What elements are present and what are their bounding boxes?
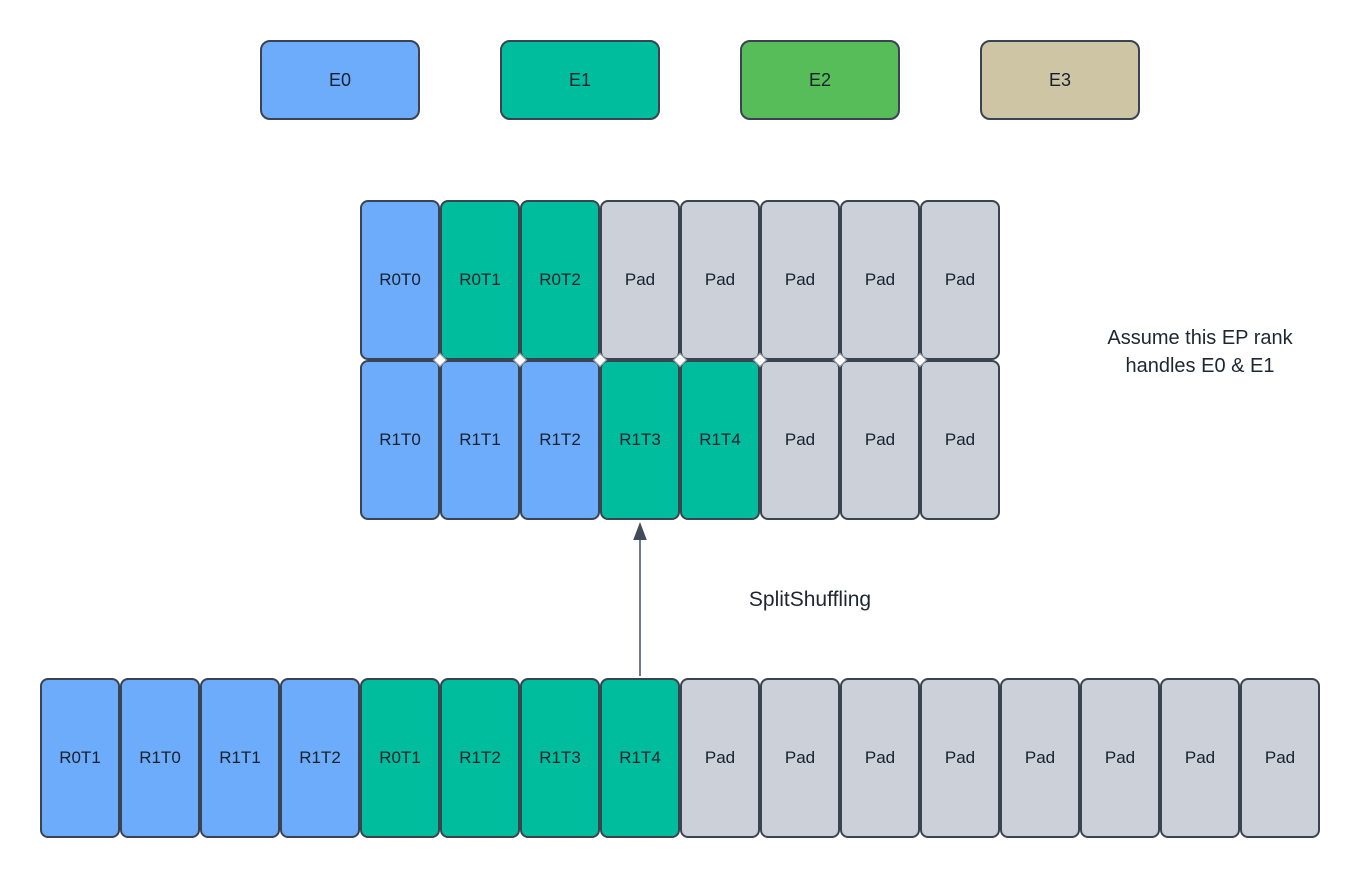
grid-row-0: R0T0 R0T1 R0T2 Pad Pad Pad Pad Pad [360,200,1000,360]
cell-label: Pad [1264,748,1296,767]
cell-label: R1T1 [459,430,501,449]
pad-cell: Pad [1080,678,1160,838]
token-cell-r1t1: R1T1 [200,678,280,838]
cell-label: Pad [624,270,656,289]
ep-rank-annotation-line1: Assume this EP rank [1107,327,1293,349]
grid-row-1: R1T0 R1T1 R1T2 R1T3 R1T4 Pad Pad Pad [360,360,1000,520]
cell-label: Pad [944,748,976,767]
token-cell-r1t2: R1T2 [440,678,520,838]
cell-label: R1T2 [459,748,501,767]
pad-cell: Pad [600,200,680,360]
cell-label: Pad [944,270,976,289]
cell-label: Pad [944,430,976,449]
cell-label: R1T0 [139,748,181,767]
cell-label: R0T1 [59,748,101,767]
pad-cell: Pad [840,678,920,838]
pad-cell: Pad [920,360,1000,520]
token-cell-r1t2: R1T2 [520,360,600,520]
legend-label: E3 [1048,69,1072,90]
token-cell-r0t2: R0T2 [520,200,600,360]
pad-cell: Pad [920,200,1000,360]
token-cell-r1t3: R1T3 [600,360,680,520]
cell-label: Pad [784,430,816,449]
pad-cell: Pad [680,678,760,838]
cell-label: Pad [1104,748,1136,767]
cell-label: R1T3 [539,748,581,767]
ep-rank-annotation-line2: handles E0 & E1 [1125,355,1275,377]
cell-label: R1T4 [619,748,661,767]
token-cell-r1t4: R1T4 [680,360,760,520]
legend-box-e2: E2 [740,40,900,120]
token-cell-r1t3: R1T3 [520,678,600,838]
pad-cell: Pad [1000,678,1080,838]
cell-label: R0T2 [539,270,581,289]
legend-box-e1: E1 [500,40,660,120]
cell-label: Pad [1184,748,1216,767]
cell-label: R0T1 [459,270,501,289]
arrow-head-icon [633,522,647,540]
pad-cell: Pad [1160,678,1240,838]
cell-label: Pad [704,748,736,767]
cell-label: R1T0 [379,430,421,449]
cell-label: R1T1 [219,748,261,767]
ep-rank-annotation: Assume this EP rank handles E0 & E1 [1060,324,1340,380]
cell-label: Pad [864,430,896,449]
pad-cell: Pad [680,200,760,360]
token-cell-r0t1: R0T1 [360,678,440,838]
legend-label: E1 [568,69,592,90]
pad-cell: Pad [840,360,920,520]
legend-label: E2 [808,69,832,90]
legend-row: E0 E1 E2 E3 [260,40,1140,120]
pad-cell: Pad [760,200,840,360]
token-cell-r1t0: R1T0 [360,360,440,520]
cell-label: Pad [784,270,816,289]
cell-label: Pad [784,748,816,767]
cell-label: Pad [864,270,896,289]
pad-cell: Pad [840,200,920,360]
pad-cell: Pad [1240,678,1320,838]
pad-cell: Pad [760,678,840,838]
cell-label: R0T1 [379,748,421,767]
legend-box-e0: E0 [260,40,420,120]
token-cell-r0t1: R0T1 [40,678,120,838]
token-cell-r1t1: R1T1 [440,360,520,520]
cell-label: Pad [704,270,736,289]
token-cell-r1t4: R1T4 [600,678,680,838]
cell-label: R1T2 [299,748,341,767]
token-cell-r1t2: R1T2 [280,678,360,838]
token-cell-r0t0: R0T0 [360,200,440,360]
pad-cell: Pad [760,360,840,520]
cell-label: R1T3 [619,430,661,449]
token-cell-r1t0: R1T0 [120,678,200,838]
cell-label: Pad [1024,748,1056,767]
legend-box-e3: E3 [980,40,1140,120]
cell-label: Pad [864,748,896,767]
split-shuffling-label: SplitShuffling [748,588,872,611]
cell-label: R1T4 [699,430,741,449]
legend-label: E0 [328,69,352,90]
token-cell-r0t1: R0T1 [440,200,520,360]
pad-cell: Pad [920,678,1000,838]
cell-label: R0T0 [379,270,421,289]
cell-label: R1T2 [539,430,581,449]
bottom-token-row: R0T1 R1T0 R1T1 R1T2 R0T1 R1T2 R1T3 R1T4 Pad Pad Pa… [40,678,1320,838]
